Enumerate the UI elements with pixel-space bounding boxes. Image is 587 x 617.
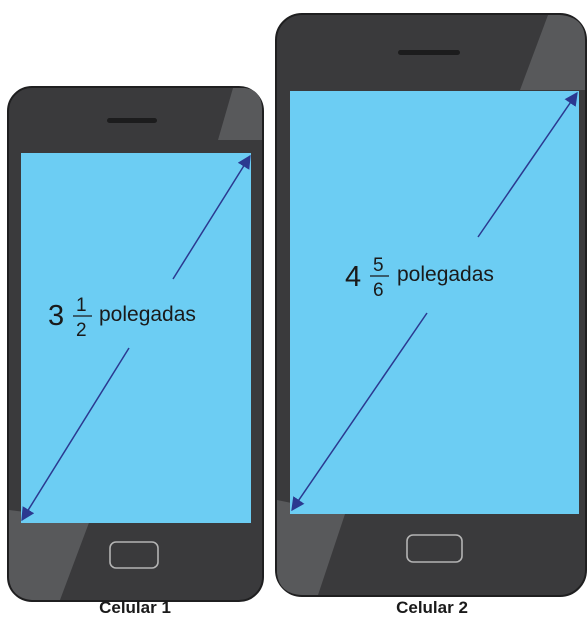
phone-2-measure-denominator: 6 <box>373 280 384 301</box>
phone-2-diagonal-arrow-lower <box>291 312 428 512</box>
phone-1-highlight-bottom <box>9 510 90 600</box>
phone-1: 3 1 2 polegadas Celular 1 <box>7 86 264 617</box>
phone-2-diagonal-arrow-upper <box>477 91 578 238</box>
phone-2-highlight-bottom <box>277 500 345 595</box>
phone-1-measure-whole: 3 <box>48 300 64 332</box>
phone-2: 4 5 6 polegadas Celular 2 <box>275 13 587 617</box>
phone-2-measure-numerator: 5 <box>373 255 384 276</box>
phone-2-measure-whole: 4 <box>345 261 361 293</box>
phone-2-caption: Celular 2 <box>396 598 468 617</box>
phone-2-measure-unit: polegadas <box>397 263 494 286</box>
phone-1-speaker <box>107 118 157 123</box>
phone-1-measure-unit: polegadas <box>99 303 196 326</box>
phone-1-diagonal-arrow-lower <box>21 347 130 522</box>
phone-2-speaker <box>398 50 460 55</box>
phone-1-home-button[interactable] <box>109 541 159 569</box>
phone-1-highlight-top <box>218 88 262 140</box>
phone-1-diagonal-arrow-upper <box>172 154 251 280</box>
phone-1-caption: Celular 1 <box>99 598 171 617</box>
phone-1-measure-numerator: 1 <box>76 295 87 316</box>
phone-2-home-button[interactable] <box>406 534 463 563</box>
phone-1-measure-denominator: 2 <box>76 320 87 341</box>
phone-2-highlight-top <box>520 15 585 90</box>
